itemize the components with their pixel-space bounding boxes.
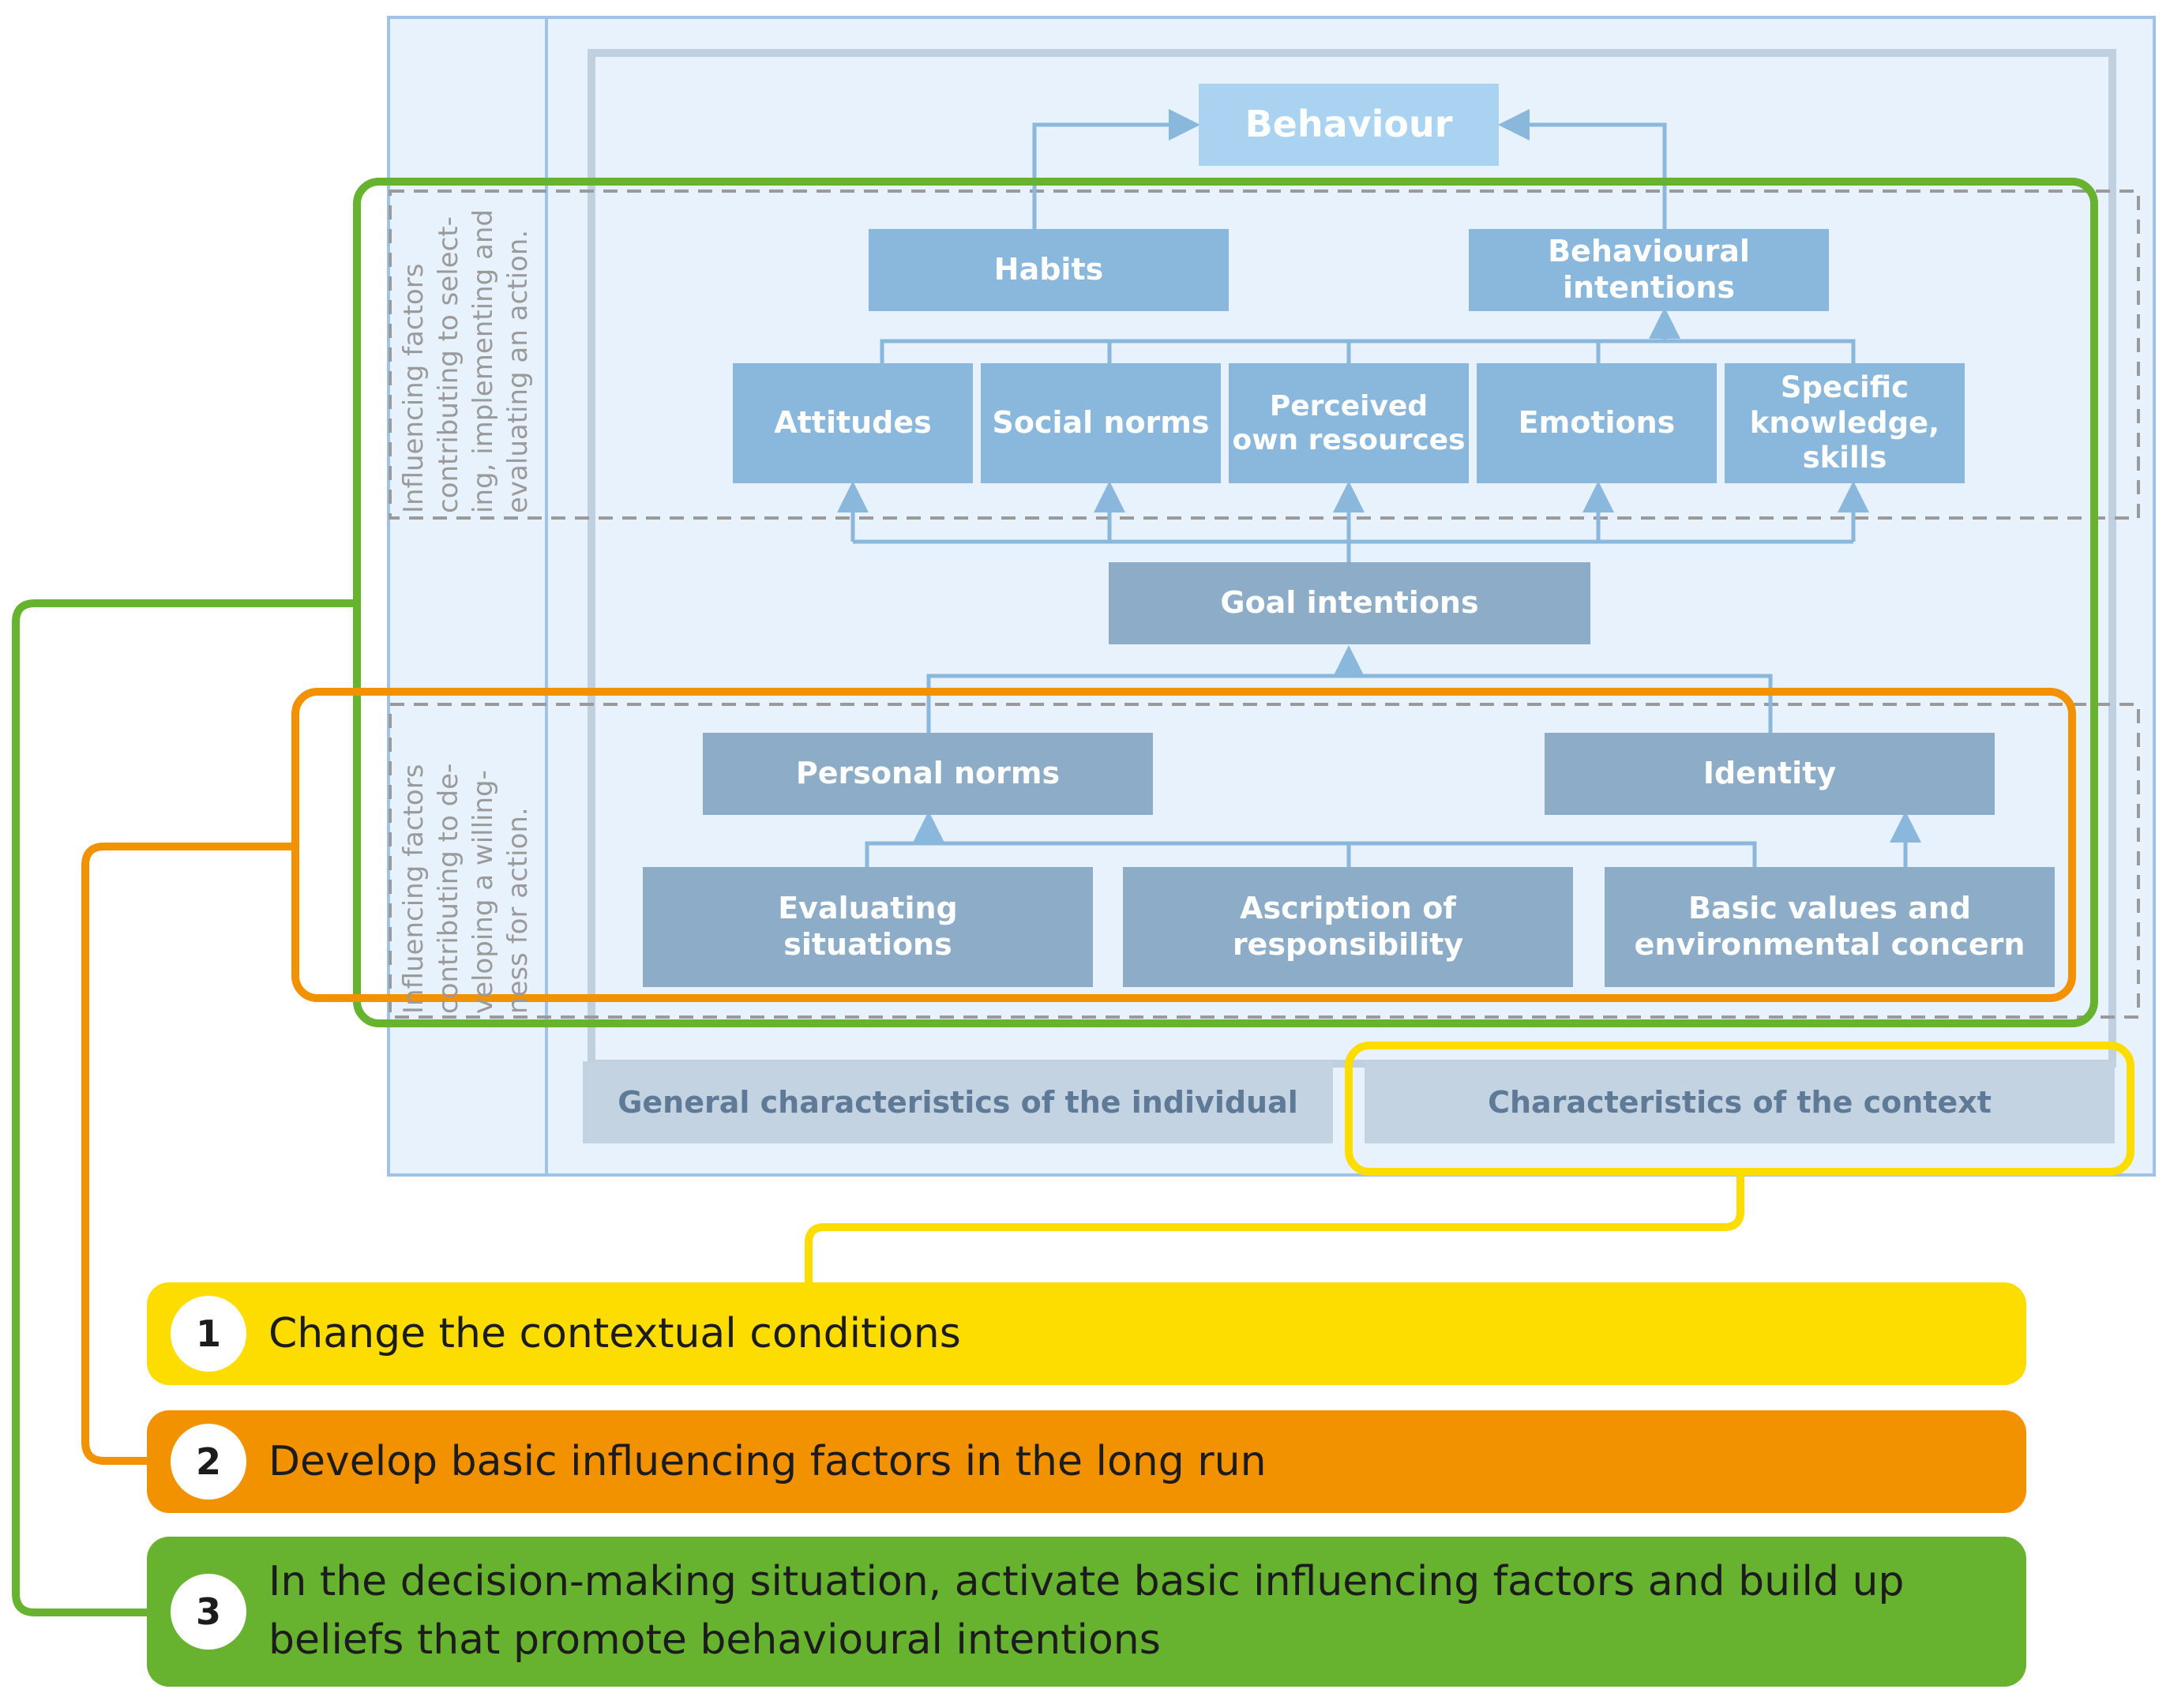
- strategy-number-2: 2: [171, 1424, 246, 1500]
- arrow-intentions-behaviour: [1498, 109, 1667, 229]
- box-attitudes: Attitudes: [733, 363, 973, 483]
- arrow-habits-behaviour: [1032, 109, 1200, 229]
- box-ascription-responsibility: Ascription of responsibility: [1123, 867, 1573, 987]
- footer-individual: General characteristics of the individua…: [583, 1061, 1333, 1143]
- yellow-connector: [805, 1172, 1744, 1282]
- upper-section-dashed: [389, 190, 2140, 520]
- side-label-upper: Influencing factors contributing to sele…: [398, 209, 534, 513]
- strategy-bar-2: 2 Develop basic influencing factors in t…: [147, 1410, 2026, 1513]
- green-connector: [12, 599, 357, 1616]
- box-perceived-resources: Perceived own resources: [1229, 363, 1469, 483]
- side-column: [387, 16, 548, 1177]
- side-label-lower: Influencing factors contributing to de- …: [398, 763, 534, 1014]
- box-goal-intentions: Goal intentions: [1109, 562, 1590, 644]
- strategy-bar-3: 3 In the decision-making situation, acti…: [147, 1537, 2026, 1687]
- strategy-text-1: Change the contextual conditions: [268, 1310, 961, 1357]
- box-evaluating-situations: Evaluating situations: [643, 867, 1093, 987]
- strategy-text-3: In the decision-making situation, activa…: [268, 1558, 1905, 1664]
- box-social-norms: Social norms: [981, 363, 1221, 483]
- strategy-number-1: 1: [171, 1296, 246, 1372]
- orange-connector: [81, 843, 295, 1465]
- box-basic-values: Basic values and environmental concern: [1605, 867, 2055, 987]
- bus-bottom-row: [865, 841, 1757, 867]
- box-personal-norms: Personal norms: [703, 733, 1153, 815]
- strategy-text-2: Develop basic influencing factors in the…: [268, 1438, 1267, 1485]
- footer-context: Characteristics of the context: [1365, 1061, 2115, 1143]
- box-behavioural-intentions: Behavioural intentions: [1469, 229, 1829, 311]
- box-habits: Habits: [869, 229, 1229, 311]
- strategy-number-3: 3: [171, 1574, 246, 1650]
- bus-middle-row: [880, 339, 1856, 363]
- lower-section-dashed: [389, 703, 2140, 1019]
- box-emotions: Emotions: [1477, 363, 1717, 483]
- box-behaviour: Behaviour: [1199, 84, 1499, 166]
- box-specific-knowledge: Specific knowledge, skills: [1725, 363, 1965, 483]
- box-identity: Identity: [1545, 733, 1995, 815]
- strategy-bar-1: 1 Change the contextual conditions: [147, 1282, 2026, 1385]
